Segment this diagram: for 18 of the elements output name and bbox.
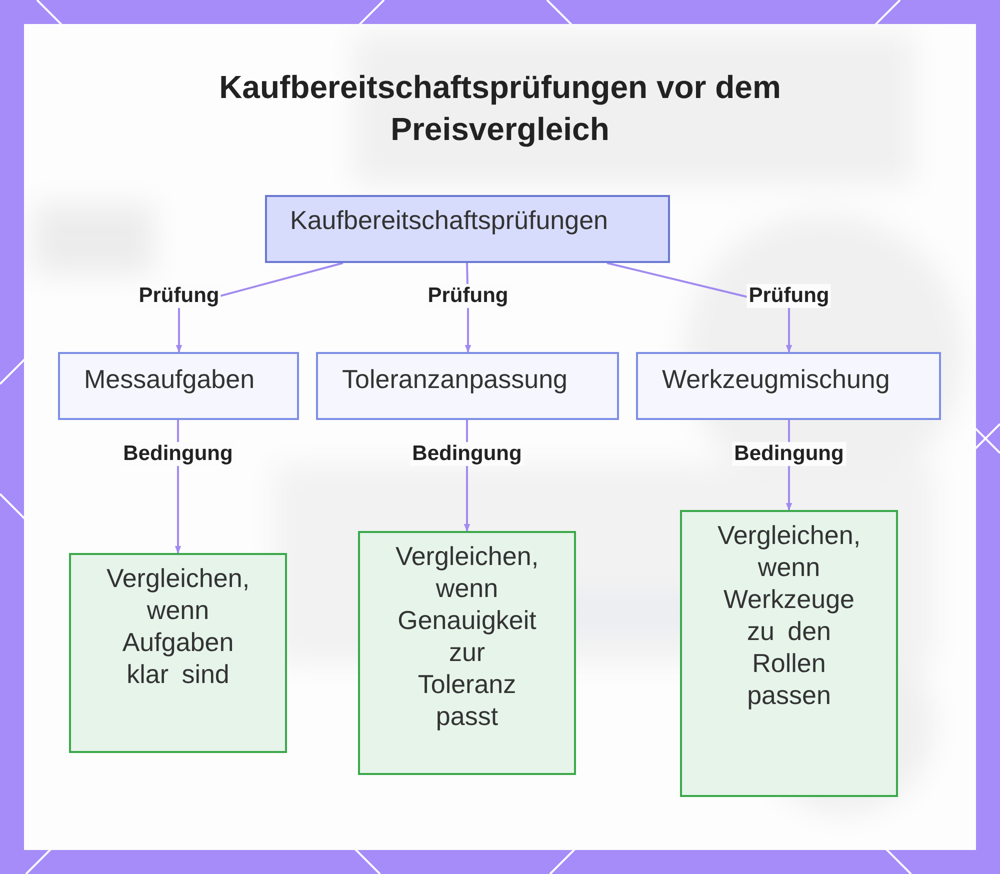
edge-label: Prüfung [746,284,832,308]
process-box [316,352,619,420]
edge-label: Bedingung [410,442,524,466]
box-label: Vergleichen, wenn Aufgaben klar sind [106,562,250,690]
category-box [265,195,670,263]
box-label: Toleranzanpassung [342,363,568,395]
edge-label: Bedingung [732,442,846,466]
box-label: Vergleichen, wenn Werkzeuge zu den Rollen passen [716,519,862,711]
box-label: Kaufbereitschaftsprüfungen [290,204,609,236]
process-box [636,352,941,420]
box-label: Vergleichen, wenn Genauigkeit zur Toleranz passt [394,540,540,732]
condition-box [358,531,576,775]
condition-box [680,510,898,797]
process-box [58,352,299,420]
condition-box [69,553,287,753]
box-label: Werkzeugmischung [662,363,891,395]
title: Kaufbereitschaftsprüfungen vor dem Preisvergleich [218,68,782,149]
box-label: Messaufgaben [84,363,256,395]
